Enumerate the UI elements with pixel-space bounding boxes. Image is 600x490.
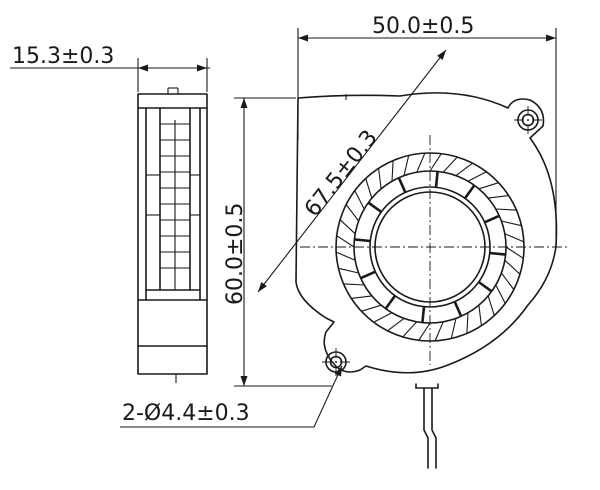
impeller-blade [373, 312, 393, 323]
impeller-blade [336, 235, 355, 248]
height-label: 60.0±0.5 [223, 203, 248, 305]
impeller-blade [418, 322, 431, 341]
impeller-blade [500, 272, 515, 290]
impeller-blades [335, 152, 525, 342]
impeller-blade [343, 283, 365, 286]
mounting-hole-bottom [322, 348, 350, 376]
mounting-hole-top [514, 106, 542, 134]
impeller-blade [403, 155, 410, 176]
impeller-blade [365, 178, 373, 199]
impeller-spoke [477, 280, 493, 293]
impeller-spoke [463, 184, 476, 200]
impeller-blade [467, 171, 487, 182]
impeller-blade [501, 220, 522, 227]
impeller-spoke [421, 306, 426, 323]
side-view: 15.3±0.3 [10, 44, 210, 383]
thickness-dimension: 15.3±0.3 [10, 44, 210, 92]
outlet-grille [145, 107, 201, 291]
impeller-blade [495, 284, 506, 304]
impeller-blade [354, 190, 365, 210]
impeller-blade [387, 317, 405, 332]
width-label: 50.0±0.5 [372, 14, 474, 39]
impeller-blade [434, 321, 444, 342]
impeller-blade [488, 195, 509, 199]
impeller-spokes [354, 171, 506, 323]
width-dimension: 50.0±0.5 [297, 14, 557, 246]
impeller-blade [495, 208, 517, 211]
impeller-spoke [354, 238, 371, 243]
impeller-spoke [360, 270, 376, 280]
impeller-spoke [397, 177, 407, 193]
thickness-label: 15.3±0.3 [12, 44, 114, 69]
impeller-blade [450, 318, 457, 339]
hole-label: 2-Ø4.4±0.3 [122, 401, 250, 426]
impeller-blade [391, 160, 394, 182]
lead-wires [415, 383, 439, 469]
impeller-blade [478, 305, 482, 326]
impeller-blade [361, 304, 382, 312]
impeller-blade [416, 152, 426, 173]
impeller-spoke [367, 201, 383, 214]
impeller-spoke [453, 301, 463, 317]
impeller-blade [402, 321, 418, 338]
impeller-spoke [434, 171, 439, 188]
impeller-blade [466, 312, 469, 334]
hole-dimension: 2-Ø4.4±0.3 [120, 365, 343, 428]
height-dimension: 60.0±0.5 [223, 97, 332, 387]
impeller-blade [335, 251, 356, 261]
impeller-blade [339, 219, 356, 235]
impeller-blade [338, 267, 359, 274]
impeller-blade [351, 295, 372, 299]
side-body [137, 93, 208, 375]
housing-outline [295, 92, 558, 374]
impeller-spoke [484, 214, 500, 224]
impeller-spoke [384, 294, 397, 310]
impeller-spoke [489, 251, 506, 256]
impeller-blade [504, 259, 521, 275]
impeller-blade [455, 162, 473, 177]
impeller-blade [378, 168, 382, 189]
impeller-blade [345, 204, 360, 222]
front-view: 50.0±0.5 60.0±0.5 [120, 14, 568, 469]
impeller-blade [429, 153, 442, 172]
impeller-blade [478, 182, 499, 190]
impeller-blade [442, 156, 458, 173]
impeller-blade [487, 295, 495, 316]
impeller-blade [504, 233, 525, 243]
impeller-blade [505, 246, 524, 259]
